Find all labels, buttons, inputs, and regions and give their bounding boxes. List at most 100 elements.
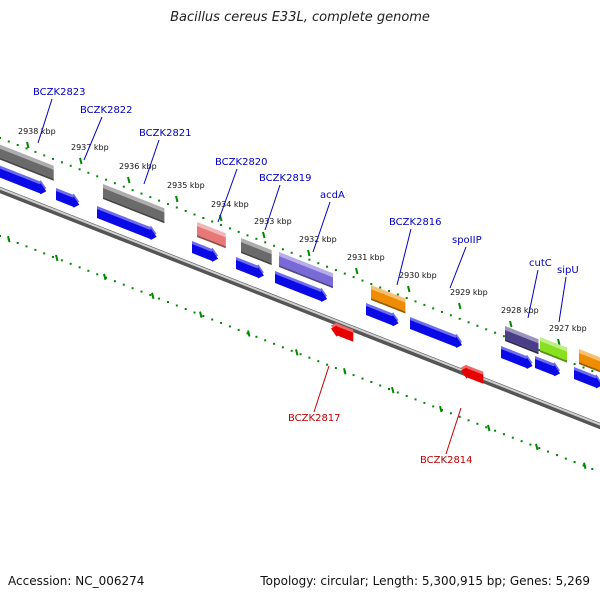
lower-rail-dot [564,457,567,460]
upper-rail-dot [573,363,576,365]
upper-rail-dot [494,331,497,334]
lower-rail-dot [105,276,108,279]
upper-rail-dot [414,300,417,303]
lower-rail-dot [34,248,37,251]
feature-box-edge [540,350,567,363]
upper-rail-dot [538,349,541,352]
lower-rail-dot [96,273,99,276]
lower-rail-dot [290,349,293,352]
features [0,144,600,389]
leader-line [143,139,160,185]
upper-rail-dot [7,140,10,143]
feature-box-top [540,337,567,352]
upper-rail-dot [220,223,222,226]
upper-rail-dot [361,279,364,282]
lower-rail-dot [184,308,187,310]
lower-major-tick [247,330,251,337]
lower-rail-dot [326,363,329,366]
upper-rail-dot [105,178,108,181]
lower-major-tick [295,349,299,356]
upper-rail-dot [16,144,19,146]
lower-major-tick [199,311,203,318]
upper-rail-dot [591,370,594,372]
upper-rail-dot [255,237,258,240]
upper-rail-dot [352,276,355,279]
lower-rail-dot [379,384,382,387]
gene-arrow [501,349,533,369]
tick-label: 2927 kbp [549,324,587,333]
lower-rail-dot [228,325,231,328]
lower-rail-dot [441,408,443,411]
lower-major-tick [151,292,155,300]
upper-rail-dot [202,217,205,219]
lower-rail-dot [370,381,373,383]
tick-label: 2929 kbp [450,288,488,297]
tick-label: 2938 kbp [18,127,56,136]
gene-arrow [275,274,328,302]
feature-box-edge [241,251,272,266]
upper-rail-dot [131,189,134,192]
lower-rail-dot [43,252,46,255]
upper-rail-dot [582,366,585,369]
upper-rail-dot [113,182,116,185]
upper-rail-dot [175,206,178,209]
feature-box-top [371,285,406,303]
lower-major-tick [487,424,491,432]
feature-box [371,289,406,312]
upper-rail-dot [326,265,329,268]
feature-box-edge [0,157,54,181]
leader-line [83,116,103,161]
lower-rail-dot [246,332,249,335]
major-tick [175,195,179,203]
lower-rail-dot [361,377,364,380]
leader-line [217,168,238,223]
gene-label: BCZK2817 [288,413,341,424]
lower-rail-dot [591,468,594,470]
upper-rail-dot [78,168,81,171]
feature-box-top [579,349,600,362]
lower-rail-dot [529,443,532,446]
lower-rail-dot [414,398,417,401]
lower-rail-dot [467,419,470,422]
lower-rail-dot [449,412,452,415]
upper-rail-dot [458,317,461,320]
feature-box-top [279,252,333,278]
lower-rail-dot [220,321,222,324]
upper-rail-dot [290,251,293,254]
lower-rail-dot [388,388,390,390]
lower-rail-dot [255,335,258,338]
lower-rail-dot [494,429,497,432]
lower-rail-dot [69,262,72,265]
upper-rail-dot [467,321,470,324]
gene-label: BCZK2820 [215,157,268,168]
lower-rail-dot [52,255,54,258]
lower-rail-dot [149,294,152,297]
major-tick [458,302,462,310]
backbone-line [0,186,600,430]
feature-box [197,226,226,247]
upper-rail-dot [246,234,249,237]
upper-rail-dot [423,303,426,306]
upper-rail-dot [264,241,267,244]
leader-line [445,407,462,455]
lower-rail-dot [158,297,161,300]
gene-label: BCZK2814 [420,455,473,466]
upper-rail-dot [167,203,169,206]
lower-major-tick [103,273,107,281]
lower-rail-dot [423,401,426,404]
upper-rail-dot [449,314,452,317]
feature-box-edge [579,362,600,373]
gene-label: BCZK2816 [389,217,442,228]
gene-arrow [535,359,561,377]
upper-rail-dot [43,154,46,157]
lower-major-tick [7,235,11,243]
major-tick [355,267,359,275]
gene-arrow [56,191,80,208]
feature-box-edge [103,197,165,224]
lower-rail-dot [140,290,143,293]
tick-label: 2928 kbp [501,306,539,315]
leader-line [527,269,539,319]
lower-rail-dot [511,436,514,439]
upper-rail-dot [211,220,214,223]
